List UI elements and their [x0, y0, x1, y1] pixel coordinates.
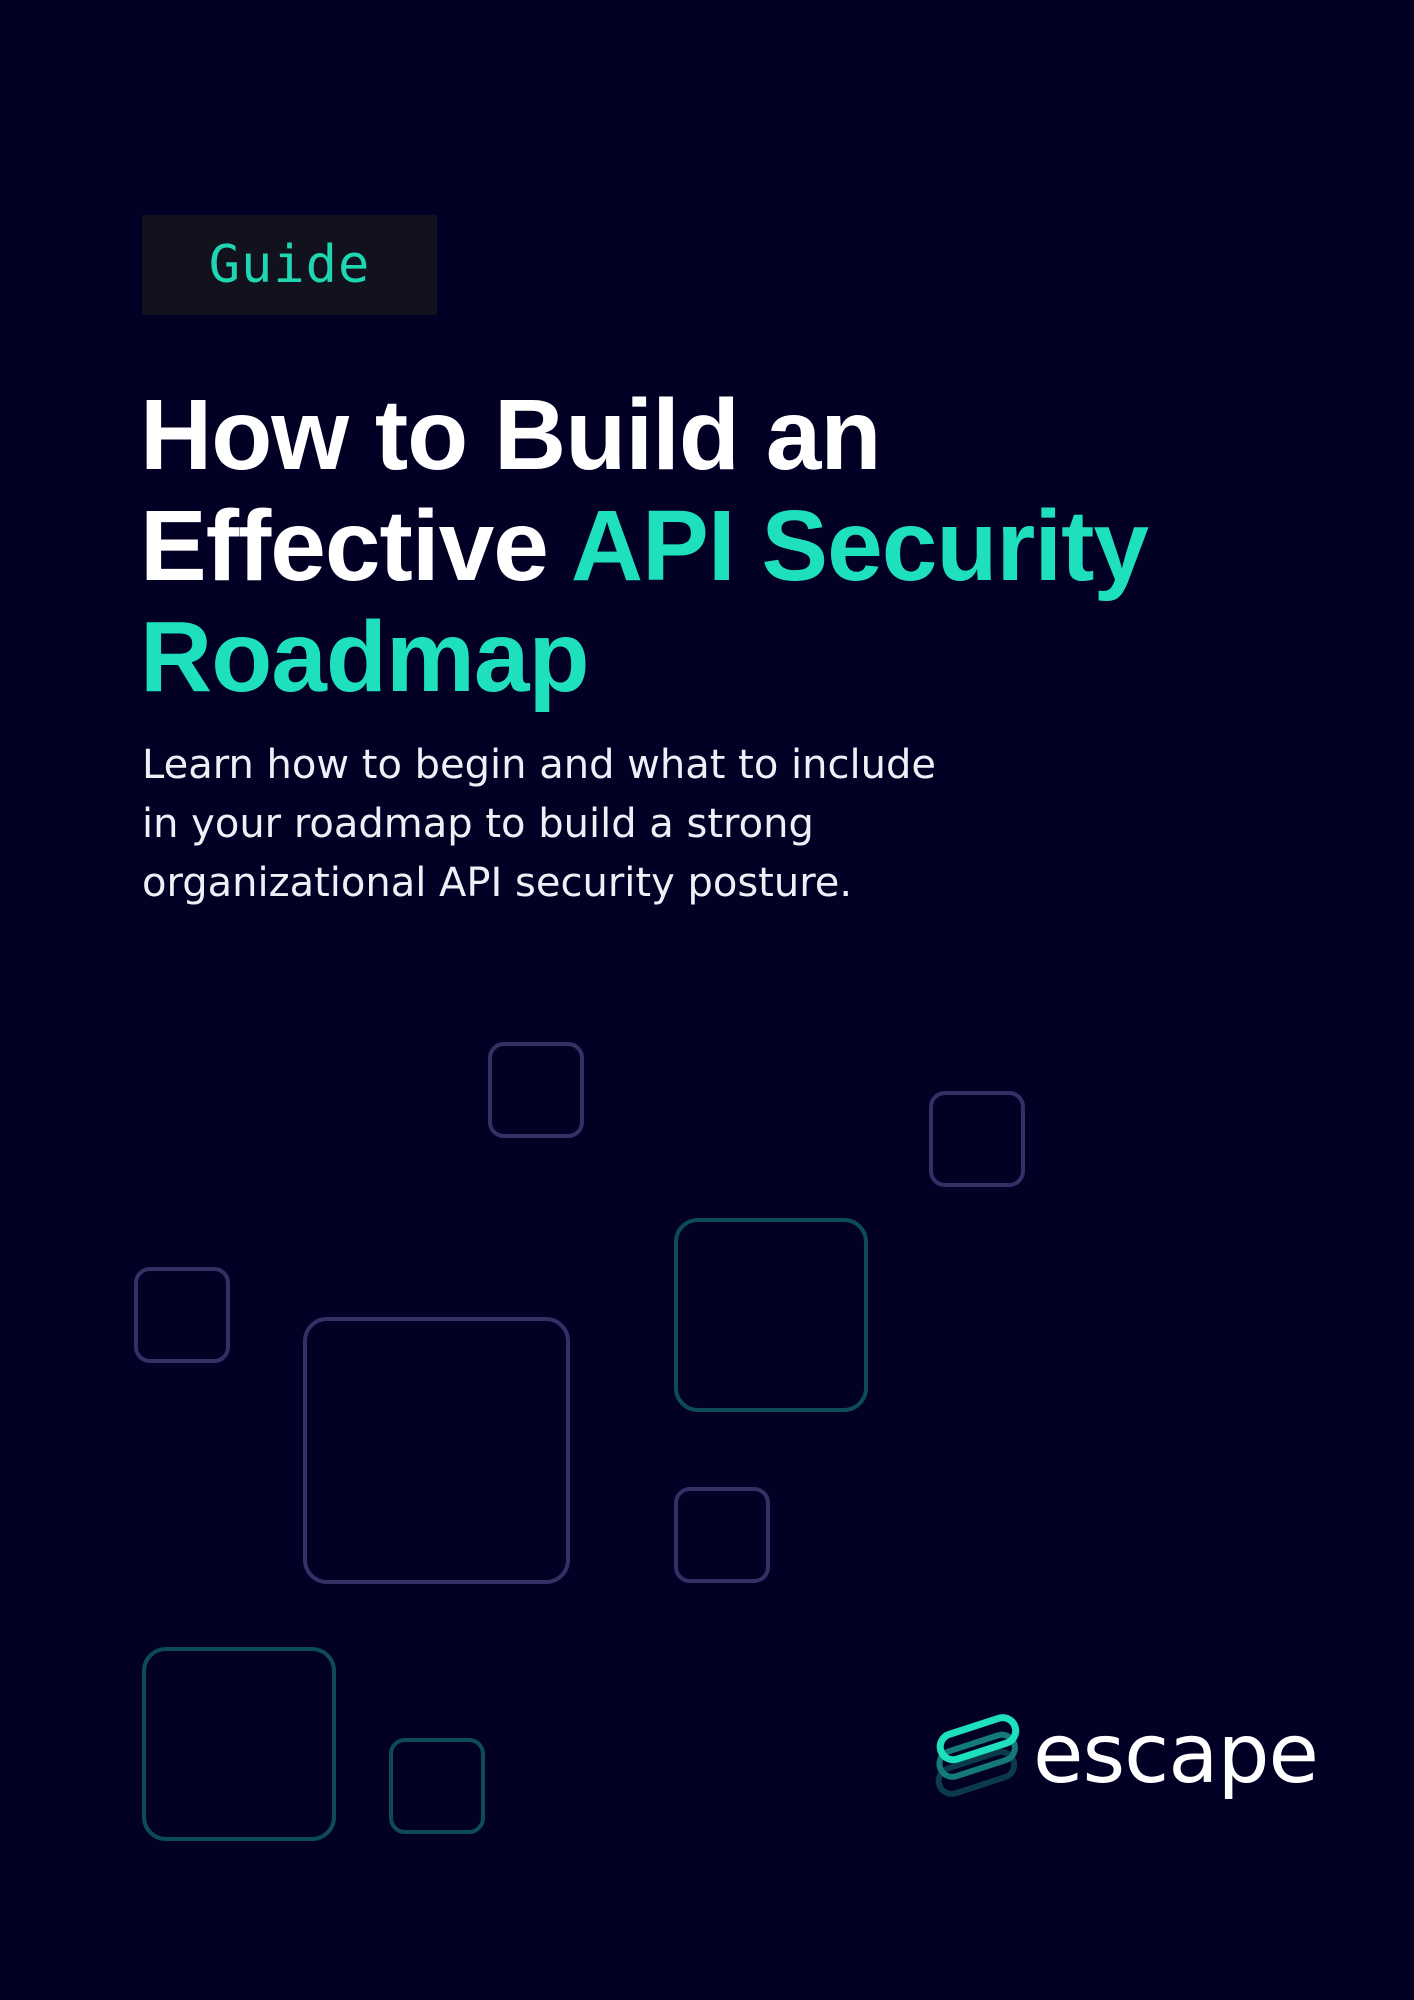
page-subtitle: Learn how to begin and what to include i… [142, 736, 1042, 913]
decorative-square [389, 1738, 485, 1834]
subtitle-line-2: in your roadmap to build a strong [142, 801, 814, 847]
title-line-2-accent: API Security [570, 490, 1149, 602]
title-line-3-accent: Roadmap [140, 601, 590, 713]
guide-tag: Guide [142, 215, 437, 315]
decorative-square [674, 1487, 770, 1583]
decorative-square [142, 1647, 336, 1841]
guide-tag-label: Guide [208, 235, 371, 295]
title-line-2-white: Effective [140, 490, 571, 602]
title-line-1: How to Build an [140, 379, 881, 491]
subtitle-line-1: Learn how to begin and what to include [142, 742, 936, 788]
decorative-square [674, 1218, 868, 1412]
page-title: How to Build an Effective API Security R… [140, 380, 1320, 713]
decorative-square [134, 1267, 230, 1363]
escape-logo-icon [935, 1714, 1020, 1797]
escape-logo: escape [925, 1708, 1319, 1808]
subtitle-line-3: organizational API security posture. [142, 860, 853, 906]
brand-name: escape [1033, 1707, 1319, 1802]
decorative-square [929, 1091, 1025, 1187]
decorative-square [303, 1317, 570, 1584]
decorative-square [488, 1042, 584, 1138]
